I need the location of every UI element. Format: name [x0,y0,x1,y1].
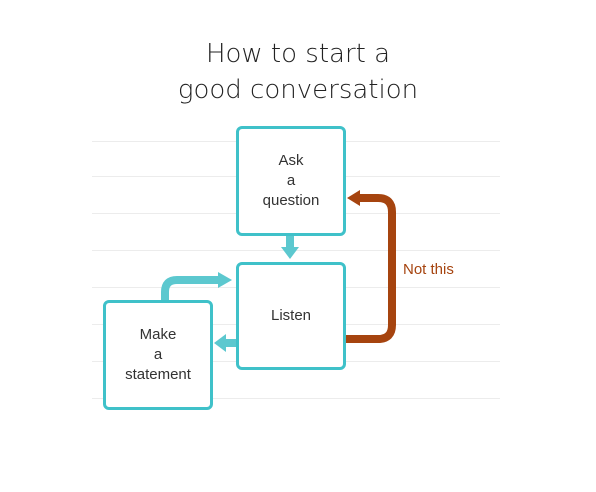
guide-line [92,398,500,399]
arrow-ask-to-listen [281,236,299,259]
node-listen: Listen [236,262,346,370]
node-label-line: question [262,192,320,209]
diagram-title: How to start a good conversation [0,36,596,108]
arrow-listen-to-make [214,334,236,352]
title-line-1: How to start a [205,39,391,69]
arrow-not-this-loop [346,190,396,343]
arrow-make-to-listen [161,272,232,300]
node-label-line: a [153,346,163,363]
edge-label-not-this: Not this [403,261,454,278]
node-label-line: Listen [270,307,312,324]
title-line-2: good conversation [177,75,419,105]
node-ask-a-question: Ask a question [236,126,346,236]
node-label-line: Make [139,326,177,343]
node-label-line: statement [125,366,191,383]
node-label-line: Ask [278,152,304,169]
node-label-line: a [286,172,296,189]
node-make-a-statement: Make a statement [103,300,213,410]
